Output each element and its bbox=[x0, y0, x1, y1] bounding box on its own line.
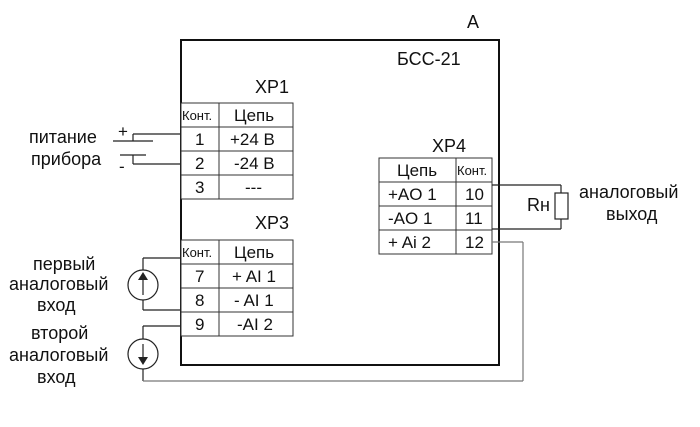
device-ref: А bbox=[467, 12, 479, 32]
xp4-header-kont: Конт. bbox=[457, 163, 487, 178]
power-label-line1: питание bbox=[29, 127, 97, 147]
xp3-title: XP3 bbox=[255, 213, 289, 233]
input1-label-line2: аналоговый bbox=[9, 274, 108, 294]
xp1-header-kont: Конт. bbox=[182, 108, 212, 123]
xp1-title: XP1 bbox=[255, 77, 289, 97]
xp1-header-circuit: Цепь bbox=[234, 106, 274, 125]
xp1-row-kont: 3 bbox=[195, 178, 204, 197]
xp4-row-kont: 11 bbox=[465, 209, 483, 228]
output-label-line1: аналоговый bbox=[579, 182, 678, 202]
device-box bbox=[180, 39, 500, 366]
xp4-row-circuit: + Ai 2 bbox=[388, 233, 431, 252]
input2-label-line3: вход bbox=[37, 367, 76, 387]
output-label-line2: выход bbox=[606, 204, 658, 224]
current-source-1-icon bbox=[127, 257, 181, 311]
xp3-row-circuit: + AI 1 bbox=[232, 267, 276, 286]
input2-label-line1: второй bbox=[31, 323, 88, 343]
xp3-row-kont: 9 bbox=[195, 315, 204, 334]
xp4-row-circuit: +AO 1 bbox=[388, 185, 437, 204]
xp4-row-kont: 12 bbox=[465, 233, 484, 252]
xp3-row-kont: 8 bbox=[195, 291, 204, 310]
input1-label-line3: вход bbox=[37, 295, 76, 315]
xp4-row-kont: 10 bbox=[465, 185, 484, 204]
resistor-icon bbox=[492, 184, 569, 230]
xp3-row-circuit: - AI 1 bbox=[234, 291, 274, 310]
xp1-row-circuit: +24 В bbox=[230, 130, 275, 149]
xp3-connector-table: XP3 Конт. Цепь 7 + AI 1 8 - AI 1 9 -AI 2 bbox=[180, 213, 294, 337]
xp3-row-kont: 7 bbox=[195, 267, 204, 286]
input1-label-line1: первый bbox=[33, 254, 95, 274]
xp4-row-circuit: -AO 1 bbox=[388, 209, 432, 228]
power-plus-sign: + bbox=[118, 122, 128, 141]
device-name: БСС-21 bbox=[397, 49, 461, 69]
xp1-row-kont: 2 bbox=[195, 154, 204, 173]
battery-icon bbox=[113, 133, 181, 165]
xp4-header-circuit: Цепь bbox=[397, 161, 437, 180]
xp4-title: XP4 bbox=[432, 136, 466, 156]
xp3-row-circuit: -AI 2 bbox=[237, 315, 273, 334]
resistor-label: Rн bbox=[527, 195, 550, 215]
input2-label-line2: аналоговый bbox=[9, 345, 108, 365]
xp3-header-circuit: Цепь bbox=[234, 243, 274, 262]
xp1-connector-table: XP1 Конт. Цепь 1 +24 В 2 -24 В 3 --- bbox=[180, 77, 294, 200]
current-source-2-icon bbox=[127, 325, 523, 382]
xp1-row-circuit: -24 В bbox=[234, 154, 275, 173]
xp1-row-circuit: --- bbox=[245, 178, 262, 197]
ai2-return-wire bbox=[492, 241, 524, 381]
power-minus-sign: - bbox=[119, 157, 125, 176]
power-label-line2: прибора bbox=[31, 149, 102, 169]
xp1-row-kont: 1 bbox=[195, 130, 204, 149]
xp3-header-kont: Конт. bbox=[182, 245, 212, 260]
xp4-connector-table: XP4 Цепь Конт. +AO 1 10 -AO 1 11 + Ai 2 … bbox=[378, 136, 493, 255]
